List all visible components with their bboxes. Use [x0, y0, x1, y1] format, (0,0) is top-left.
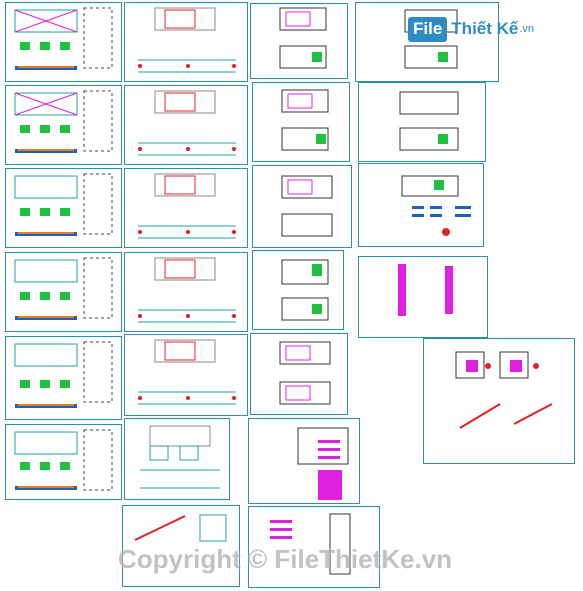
drawing-sheet[interactable]: [124, 85, 248, 165]
drawing-sheet[interactable]: [124, 2, 248, 82]
drawing-sheet[interactable]: [124, 168, 248, 248]
logo-text: Thiết Kế: [451, 19, 519, 38]
drawing-sheet[interactable]: [5, 424, 122, 500]
drawing-sheet[interactable]: [124, 418, 230, 500]
drawing-sheet[interactable]: [358, 82, 486, 162]
drawing-sheet[interactable]: [124, 252, 248, 332]
drawing-sheet[interactable]: [248, 418, 360, 504]
drawing-sheet[interactable]: [5, 336, 122, 420]
logo-badge: File: [408, 16, 448, 42]
drawing-sheet[interactable]: [5, 2, 122, 82]
copyright-watermark: Copyright © FileThietKe.vn: [118, 544, 453, 574]
drawing-sheet[interactable]: [358, 256, 488, 338]
drawing-sheet[interactable]: [358, 163, 484, 247]
drawing-sheet[interactable]: [124, 334, 248, 416]
drawing-sheet[interactable]: [252, 165, 352, 248]
drawing-sheet[interactable]: [423, 338, 575, 464]
drawing-sheet[interactable]: [5, 168, 122, 248]
drawing-sheet[interactable]: [250, 333, 348, 415]
drawing-sheet[interactable]: [250, 3, 348, 79]
drawing-sheet[interactable]: [252, 250, 344, 330]
drawing-sheet[interactable]: [248, 506, 380, 588]
drawing-sheet[interactable]: [5, 252, 122, 332]
logo-domain: .vn: [519, 23, 535, 35]
drawing-sheet[interactable]: [5, 85, 122, 165]
site-logo[interactable]: File Thiết Kế .vn: [408, 14, 534, 44]
drawing-sheet[interactable]: [252, 82, 350, 162]
